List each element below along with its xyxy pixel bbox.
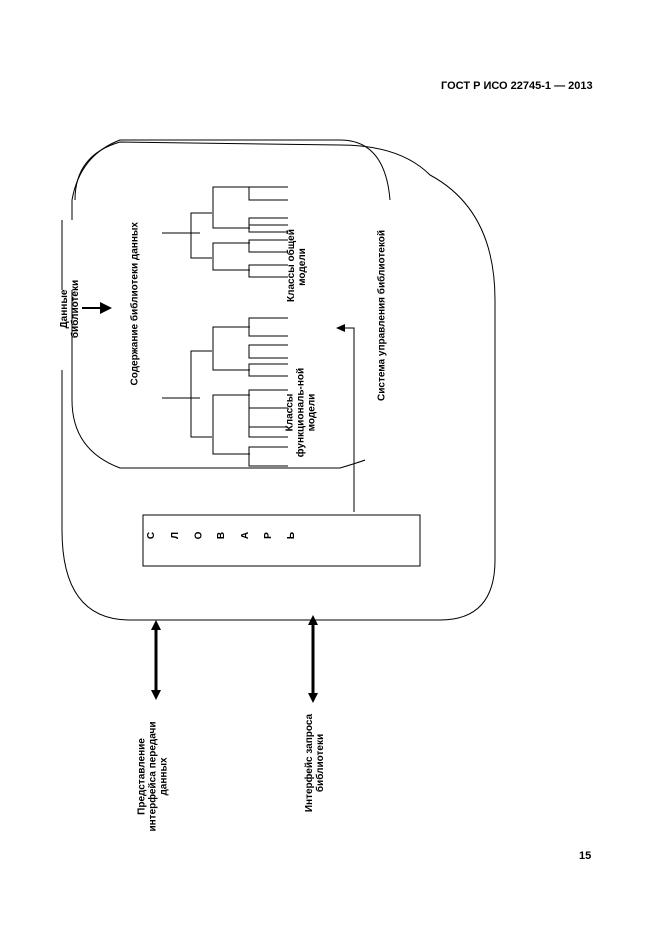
library-query-interface-label: Интерфейс запроса библиотеки xyxy=(304,713,326,813)
dti-line3: данных xyxy=(158,757,170,796)
data-transfer-interface-arrow xyxy=(151,620,161,700)
dti-line1: Представление xyxy=(136,738,148,815)
letter: О xyxy=(193,531,205,540)
functional-classes-line2: функциональ-ной xyxy=(295,367,307,458)
library-query-interface-arrow xyxy=(308,615,318,703)
management-system-label: Система управления библиотекой xyxy=(376,230,388,401)
inner-content-boundary xyxy=(71,290,366,469)
letter: А xyxy=(240,531,252,540)
dictionary-box xyxy=(142,514,421,567)
general-classes-line2: модели xyxy=(297,248,308,286)
letter: Ь xyxy=(286,531,298,540)
functional-classes-line3: модели xyxy=(306,393,318,432)
lqi-line2: библиотеки xyxy=(315,733,326,793)
letter: Р xyxy=(262,532,274,539)
general-classes-line1: Классы общей xyxy=(286,229,297,302)
management-arrow xyxy=(340,327,355,512)
letter: Л xyxy=(170,531,182,540)
letter: В xyxy=(216,531,228,540)
lqi-line1: Интерфейс запроса xyxy=(304,713,315,813)
general-classes-label: Классы общей модели xyxy=(286,229,308,302)
page-number: 15 xyxy=(579,850,592,862)
library-data-label: Данные библиотеки xyxy=(59,279,81,339)
content-title: Содержание библиотеки данных xyxy=(129,222,141,386)
library-data-line1: Данные xyxy=(59,289,70,329)
functional-classes-label: Классы функциональ-ной модели xyxy=(285,368,318,458)
data-transfer-interface-label: Представление интерфейса передачи данных xyxy=(137,722,170,832)
outer-system-boundary xyxy=(61,141,496,621)
functional-classes-line1: Классы xyxy=(284,393,296,432)
library-data-line2: библиотеки xyxy=(70,279,81,339)
standard-header: ГОСТ Р ИСО 22745-1 — 2013 xyxy=(441,80,593,92)
letter: С xyxy=(146,531,158,540)
general-classes-tree xyxy=(162,186,288,319)
dti-line2: интерфейса передачи xyxy=(147,721,159,832)
functional-classes-tree xyxy=(162,317,288,467)
